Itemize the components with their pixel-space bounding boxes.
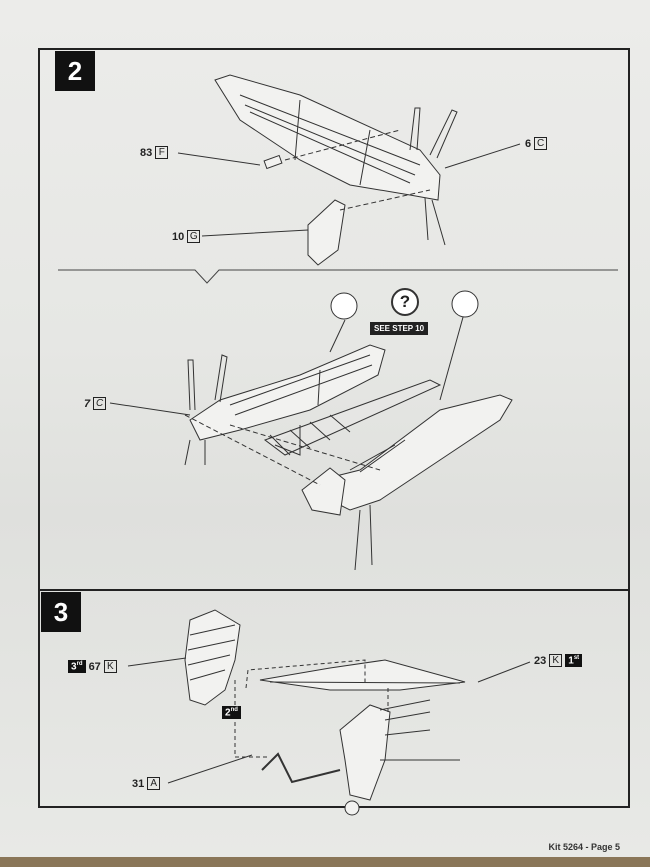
- leader-lines-2: [109, 309, 466, 416]
- sprue-letter: A: [147, 777, 161, 790]
- page-footer: Kit 5264 - Page 5: [548, 842, 620, 852]
- part-number: 31: [132, 777, 145, 790]
- sprue-letter: F: [155, 146, 169, 159]
- cockpit-frame: [263, 379, 442, 456]
- part-number: 6: [525, 137, 532, 150]
- part-number: 10: [172, 230, 185, 243]
- glue-icon-1: [330, 292, 358, 320]
- step2-divider: [58, 269, 618, 284]
- sprue-letter: C: [93, 397, 107, 410]
- sprue-letter: G: [187, 230, 201, 243]
- order-suffix: st: [573, 655, 580, 661]
- fuselage-half-right: [301, 394, 513, 571]
- leader-lines: [177, 143, 521, 237]
- order-number: 2: [225, 707, 231, 719]
- sprue-letter: K: [103, 660, 117, 674]
- part-label-31A: 31 A: [132, 777, 161, 790]
- part-label-6C: 6 C: [525, 137, 548, 150]
- part-label-7C: 7 C: [84, 397, 107, 410]
- order-badge-2nd: 2nd: [222, 706, 241, 720]
- tail-strut: [261, 752, 341, 784]
- part-number: 83: [140, 146, 153, 159]
- order-number: 3: [71, 661, 77, 673]
- order-badge-1st: 1st: [565, 654, 583, 668]
- glue-icon-2: [451, 290, 479, 318]
- part-label-83F: 83 F: [140, 146, 169, 159]
- part-label-23K: 23 K 1st: [534, 654, 583, 668]
- sprue-letter: C: [534, 137, 548, 150]
- sprue-letter: K: [549, 654, 563, 668]
- see-step-badge: SEE STEP 10: [370, 322, 429, 335]
- horizontal-stabilizer: [259, 659, 466, 691]
- part-number: 67: [88, 660, 101, 673]
- part-label-10G: 10 G: [172, 230, 201, 243]
- order-number: 1: [568, 655, 574, 667]
- step-3-number: 3: [41, 592, 81, 632]
- part-number: 23: [534, 654, 547, 667]
- steps-frame: [38, 48, 630, 808]
- order-badge-2nd-wrap: 2nd: [222, 706, 241, 720]
- order-suffix: rd: [76, 661, 83, 667]
- rudder: [184, 609, 241, 706]
- part-label-67K: 3rd 67 K: [68, 660, 117, 674]
- step-2-number: 2: [55, 51, 95, 91]
- part-number: 7: [84, 397, 91, 410]
- question-circle: [391, 288, 419, 316]
- fuselage-half-left: [184, 344, 386, 466]
- fuselage-half-top: [214, 74, 458, 266]
- leader-lines-3: [127, 657, 531, 784]
- tail-fuselage: [339, 699, 460, 816]
- question-icon: ?: [399, 292, 411, 311]
- order-badge-3rd: 3rd: [68, 660, 86, 674]
- order-suffix: nd: [230, 707, 238, 713]
- table-surface: [0, 857, 650, 867]
